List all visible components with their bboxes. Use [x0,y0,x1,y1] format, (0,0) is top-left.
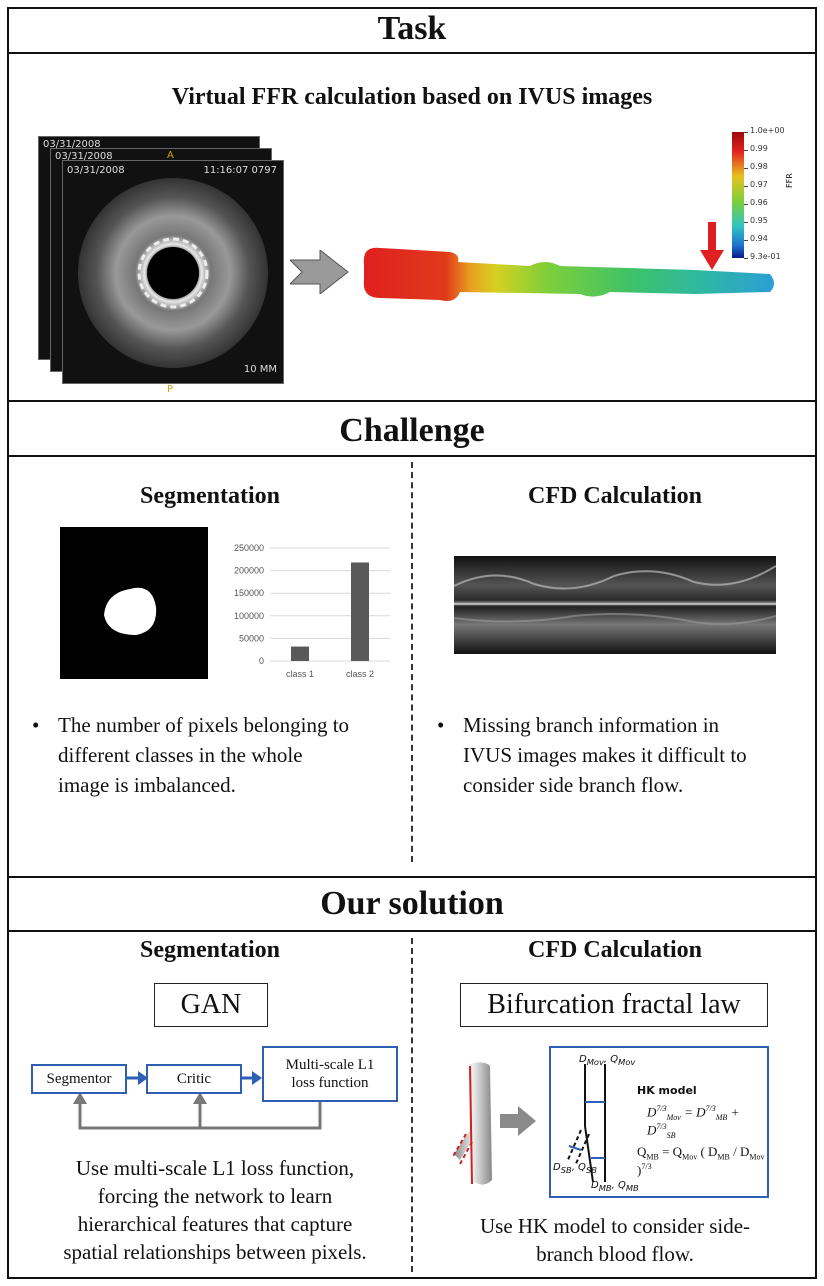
hk-model-title-text: HK model [637,1084,697,1097]
caption-line: hierarchical features that capture [77,1212,353,1236]
task-header: Task [377,10,447,47]
ivus-scale-label: 10 MM [243,364,277,375]
challenge-header: Challenge [339,412,485,449]
box-line: loss function [291,1075,369,1091]
segmentation-mask-image [60,527,208,679]
class-pixel-bar-chart: 0 50000 100000 150000 200000 250000 class 1 cla… [234,543,390,679]
bar [351,562,369,661]
x-tick-label: class 1 [286,669,314,679]
ffr-vessel-model [363,247,774,301]
box-line: Multi-scale L1 [285,1057,375,1073]
segmentor-box: Segmentor [31,1064,127,1094]
colorbar-tick-label: 0.96 [750,198,768,207]
hk-model-panel: DMov, QMov DSB, QSB DMB, QMB HK model D7… [549,1046,769,1198]
colorbar-tick-label: 0.98 [750,162,768,171]
caption-line: Use multi-scale L1 loss function, [75,1156,355,1180]
caption-line: Use HK model to consider side- [479,1214,751,1238]
bullet-line: image is imbalanced. [58,773,236,797]
divider [7,400,817,402]
ivus-cross-section [78,178,268,368]
divider [7,930,817,932]
column-divider [411,462,413,862]
bullet-line: consider side branch flow. [463,773,684,797]
column-divider [411,938,413,1272]
colorbar-tick [744,204,748,205]
colorbar-tick-label: 0.99 [750,144,768,153]
challenge-left-title: Segmentation [140,483,280,509]
critic-box: Critic [146,1064,242,1094]
arrow-icon [500,1106,536,1136]
solution-right-title: CFD Calculation [528,937,702,963]
figure-frame [7,7,817,1279]
arrow-icon [290,250,349,294]
y-tick-label: 0 [259,656,264,666]
solution-header: Our solution [320,885,504,922]
y-tick-label: 200000 [234,566,264,576]
divider [7,455,817,457]
solution-right-caption: Use HK model to consider side- branch bl… [430,1212,800,1268]
colorbar-tick [744,240,748,241]
solution-left-caption: Use multi-scale L1 loss function, forcin… [20,1154,410,1266]
gan-flow-arrows [73,1071,322,1130]
colorbar-tick [744,168,748,169]
divider [7,876,817,878]
colorbar-tick [744,150,748,151]
y-tick-label: 100000 [234,611,264,621]
ivus-date: 03/31/2008 [67,165,125,176]
y-tick-label: 250000 [234,543,264,553]
branching-vessel-image [451,1062,492,1185]
label-d-mb: DMB, QMB [591,1180,639,1193]
caption-line: branch blood flow. [536,1242,694,1266]
colorbar-tick-label: 0.97 [750,180,768,189]
colorbar-tick [744,132,748,133]
colorbar-label: FFR [785,173,794,188]
y-tick-label: 150000 [234,588,264,598]
longitudinal-ivus-image [454,556,776,654]
hk-equation-1: D7/3Mov = D7/3MB + D7/3SB [647,1104,740,1140]
bullet-line: IVUS images makes it difficult to [463,743,747,767]
bullet-line: The number of pixels belonging to [58,713,350,737]
y-tick-label: 50000 [239,633,264,643]
red-arrow-icon [700,222,724,270]
bifurcation-diagram [566,1064,606,1183]
colorbar-tick [744,258,748,259]
colorbar-tick-label: 9.3e-01 [750,252,781,261]
colorbar-tick-label: 0.95 [750,216,768,225]
x-tick-label: class 2 [346,669,374,679]
caption-line: spatial relationships between pixels. [63,1240,367,1264]
label-d-sb: DSB, QSB [553,1162,597,1175]
challenge-right-title: CFD Calculation [528,483,702,509]
ivus-marker-bottom: P [167,384,174,395]
colorbar-tick [744,222,748,223]
ivus-frame-front: 03/31/2008 11:16:07 0797 A P 10 MM [62,150,284,395]
multiscale-l1-loss-box: Multi-scale L1 loss function [262,1046,398,1102]
bar [291,646,309,661]
divider [7,52,817,54]
bullet-line: Missing branch information in [463,713,720,737]
task-subtitle: Virtual FFR calculation based on IVUS im… [171,84,653,110]
gan-method-box: GAN [154,983,268,1027]
colorbar-tick-label: 0.94 [750,234,768,243]
label-d-mov: DMov, QMov [579,1054,636,1067]
ivus-marker-top: A [167,150,174,161]
caption-line: forcing the network to learn [97,1184,333,1208]
colorbar-tick-label: 1.0e+00 [750,126,785,135]
bullet-line: different classes in the whole [58,743,303,767]
ivus-time: 11:16:07 0797 [203,165,277,176]
hk-equation-2: QMB = QMov ( DMB / DMov )7/3 [637,1144,765,1177]
colorbar-gradient [732,132,744,258]
fractal-law-method-box: Bifurcation fractal law [460,983,768,1027]
colorbar-tick [744,186,748,187]
solution-left-title: Segmentation [140,937,280,963]
